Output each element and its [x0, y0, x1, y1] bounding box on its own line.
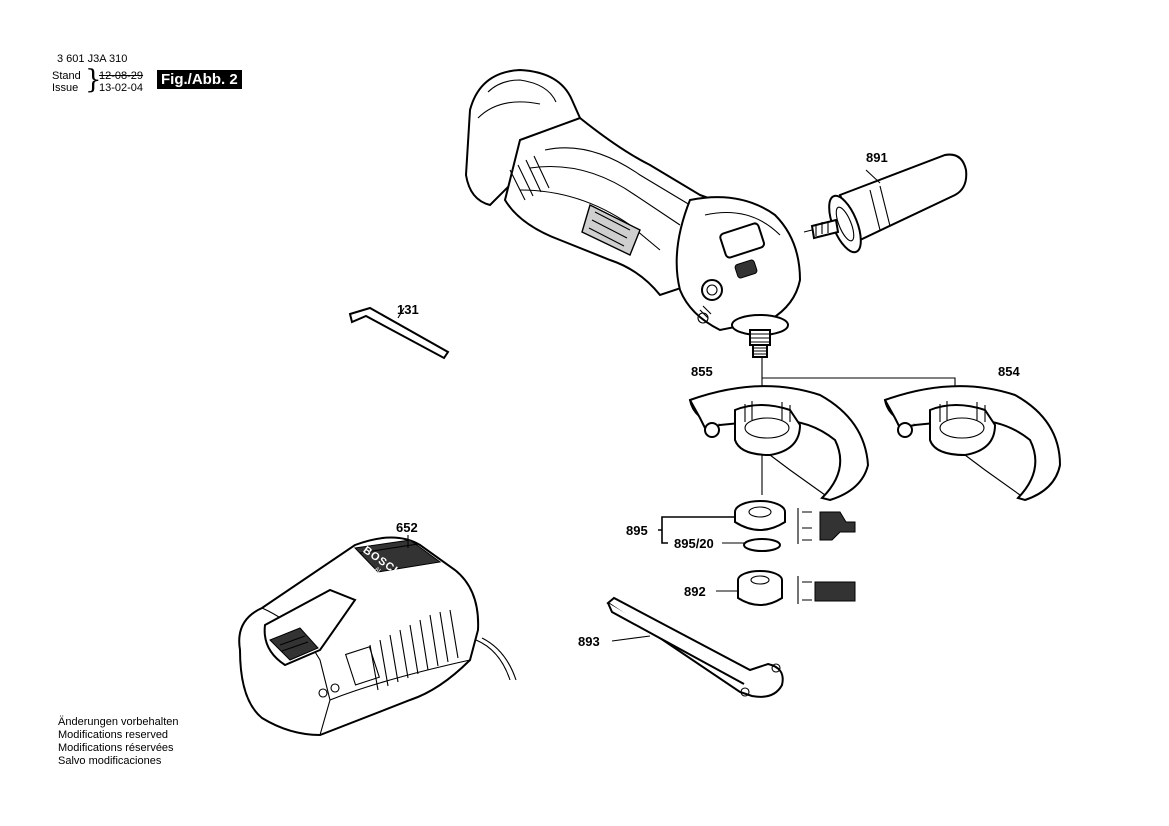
footer-note-en: Modifications reserved — [58, 729, 169, 741]
battery-charger — [238, 536, 517, 737]
label-895: 895 — [626, 523, 648, 538]
label-854: 854 — [998, 364, 1020, 379]
stand-label: Stand — [52, 70, 81, 82]
label-895-20: 895/20 — [674, 536, 714, 551]
label-131: 131 — [397, 302, 419, 317]
part-number: 3 601 J3A 310 — [57, 53, 128, 65]
footer-note-es: Salvo modificaciones — [58, 755, 162, 767]
label-855: 855 — [691, 364, 713, 379]
clamping-nut — [737, 570, 856, 606]
label-652: 652 — [396, 520, 418, 535]
angle-grinder — [464, 68, 802, 358]
label-891: 891 — [866, 150, 888, 165]
guard-854 — [883, 385, 1062, 502]
mounting-flange — [734, 500, 856, 552]
auxiliary-handle — [803, 153, 968, 254]
two-pin-spanner — [606, 596, 784, 698]
hex-key — [348, 306, 450, 360]
stand-date: 12-08-29 — [99, 70, 144, 82]
footer-note-fr: Modifications réservées — [58, 742, 174, 754]
figure-badge: Fig./Abb. 2 — [157, 70, 242, 89]
label-893: 893 — [578, 634, 600, 649]
guard-855 — [688, 385, 870, 502]
brace-glyph: } — [85, 65, 102, 95]
footer-note-de: Änderungen vorbehalten — [58, 716, 179, 728]
issue-label: Issue — [52, 82, 79, 94]
issue-date: 13-02-04 — [99, 82, 144, 94]
label-892: 892 — [684, 584, 706, 599]
